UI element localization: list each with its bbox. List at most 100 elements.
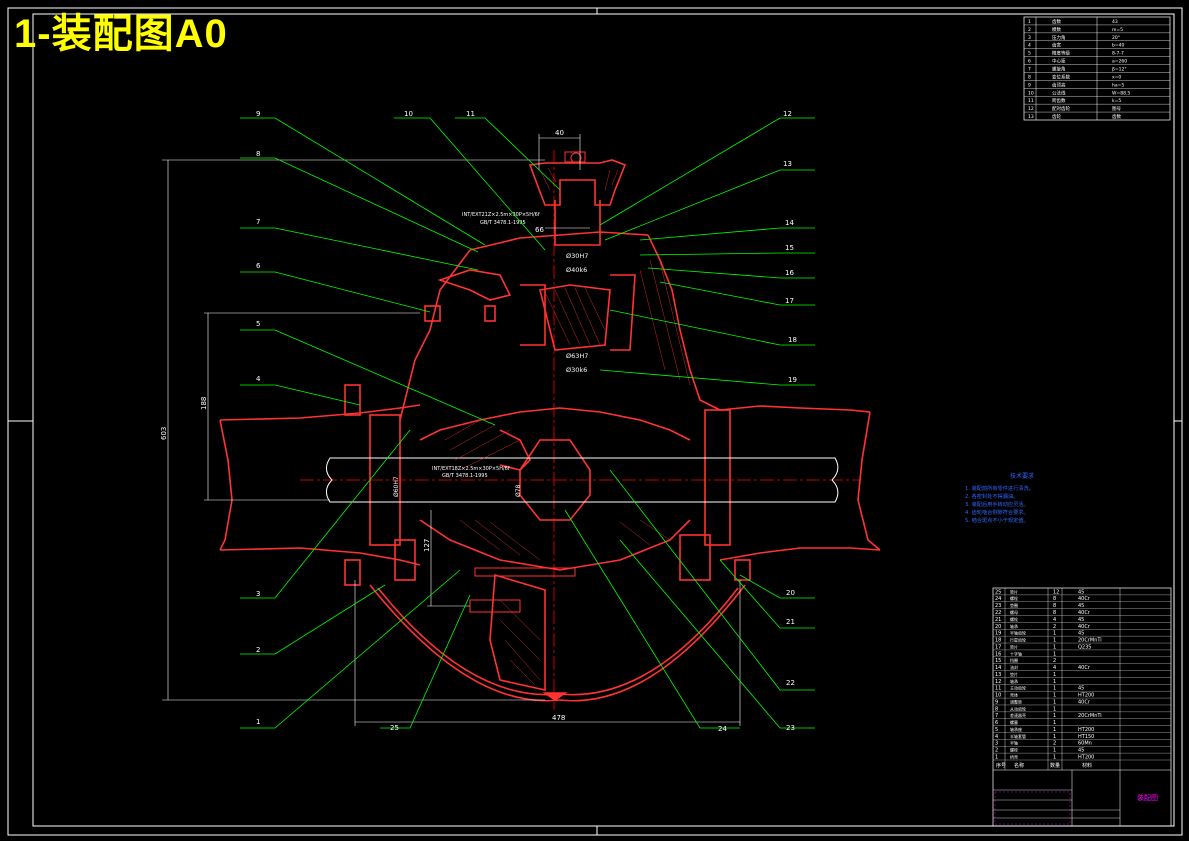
balloon-1: 1 (256, 718, 260, 726)
param-row-value: b=40 (1112, 43, 1124, 49)
bom-row-no: 11 (995, 686, 1001, 692)
bom-row-material: 20CrMnTi (1078, 713, 1102, 719)
balloon-15: 15 (785, 244, 794, 252)
balloon-5: 5 (256, 320, 260, 328)
dim-top-width: 40 (555, 129, 564, 137)
axle-shaft (326, 457, 839, 503)
bom-row-qty: 2 (1053, 624, 1056, 630)
bom-row-no: 16 (995, 651, 1001, 657)
notes-line-1: 1. 装配前所有零件进行清洗。 (965, 484, 1034, 492)
bom-row-name: 轴承 (1010, 678, 1018, 684)
param-row-name: 齿顶高 (1052, 81, 1066, 88)
bom-row-qty: 1 (1053, 679, 1056, 685)
balloon-16: 16 (785, 269, 794, 277)
bom-row-material: HT200 (1078, 727, 1094, 733)
bom-row-no: 23 (995, 603, 1001, 609)
bom-row-material: HT150 (1078, 734, 1094, 740)
housing-section (219, 159, 881, 691)
bom-row-material: 20CrMnTi (1078, 638, 1102, 644)
param-row-name: 配对齿轮 (1052, 105, 1070, 112)
bom-row-qty: 1 (1053, 631, 1056, 637)
bom-row-qty: 1 (1053, 686, 1056, 692)
bom-row-material: 45 (1078, 589, 1084, 595)
bom-row-no: 6 (995, 720, 998, 726)
param-row-no: 1 (1028, 19, 1031, 25)
param-row-no: 3 (1028, 35, 1031, 41)
dimension-texts: 40 603 188 478 127 66 (160, 129, 565, 722)
notes-line-3: 3. 装配后用手转动应灵活。 (965, 500, 1029, 508)
balloon-11: 11 (466, 110, 475, 118)
bom-row-name: 螺塞 (1010, 719, 1018, 725)
bom-row-qty: 1 (1053, 672, 1056, 678)
bom-row-material: Q235 (1078, 644, 1091, 650)
param-row-name: 模数 (1052, 26, 1061, 33)
fit-1: Ø30H7 (566, 252, 588, 260)
notes-heading: 技术要求 (1010, 472, 1034, 480)
fit-label-a: INT/EXT21Z×2.5m×30P×5H/6f (462, 212, 540, 218)
param-row-no: 10 (1028, 90, 1034, 96)
param-row-value: 齿数 (1112, 113, 1121, 120)
param-row-no: 2 (1028, 27, 1031, 33)
bom-row-qty: 1 (1053, 644, 1056, 650)
bom-row-qty: 1 (1053, 748, 1056, 754)
bom-row-material: HT200 (1078, 693, 1094, 699)
bom-row-no: 21 (995, 617, 1001, 623)
bom-row-qty: 1 (1053, 706, 1056, 712)
param-row-value: β=12° (1112, 66, 1127, 72)
bom-row-name: 轴承 (1010, 623, 1018, 629)
balloon-23: 23 (786, 724, 795, 732)
bom-row-qty: 1 (1053, 734, 1056, 740)
bom-row-no: 4 (995, 734, 998, 740)
param-row-name: 螺旋角 (1052, 65, 1066, 72)
param-row-name: 变位系数 (1052, 73, 1070, 80)
param-row-value: 20° (1112, 35, 1120, 41)
bom-row-no: 8 (995, 706, 998, 712)
bom-row-material: 45 (1078, 748, 1084, 754)
param-row-name: 中心距 (1052, 58, 1066, 65)
balloon-8: 8 (256, 150, 260, 158)
bom-row-name: 垫片 (1010, 588, 1018, 594)
bom-row-qty: 2 (1053, 741, 1056, 747)
param-row-no: 7 (1028, 66, 1031, 72)
param-row-value: ha=5 (1112, 82, 1124, 88)
bom-row-name: 垫圈 (1010, 602, 1018, 608)
balloon-3: 3 (256, 590, 260, 598)
bom-row-no: 13 (995, 672, 1001, 678)
bom-row-no: 5 (995, 727, 998, 733)
param-row-value: m=5 (1112, 27, 1123, 33)
fit-labels: Ø30H7 Ø40k6 Ø63H7 Ø30k6 INT/EXT21Z×2.5m×… (393, 212, 588, 497)
param-row-no: 8 (1028, 74, 1031, 80)
bom-row-name: 调整垫 (1010, 698, 1022, 704)
fit-4: Ø30k6 (566, 366, 587, 374)
bom-row-name: 油封 (1010, 664, 1018, 670)
param-row-name: 压力角 (1052, 34, 1066, 41)
title-block-name: 装配图 (1137, 793, 1158, 802)
balloon-21: 21 (786, 618, 795, 626)
bom-header-mat: 材料 (1082, 762, 1092, 769)
bom-row-material: 45 (1078, 603, 1084, 609)
bom-row-name: 螺栓 (1010, 747, 1018, 753)
fit-3: Ø63H7 (566, 352, 588, 360)
bom-row-material: 40Cr (1078, 624, 1091, 630)
balloon-24: 24 (718, 725, 727, 733)
bom-row-qty: 1 (1053, 754, 1056, 760)
bom-row-no: 10 (995, 693, 1001, 699)
param-row-value: a=260 (1112, 59, 1127, 65)
fit-2: Ø40k6 (566, 266, 587, 274)
balloon-7: 7 (256, 218, 260, 226)
bom-row-name: 垫片 (1010, 671, 1018, 677)
balloon-20: 20 (786, 589, 795, 597)
bom-row-no: 3 (995, 741, 998, 747)
bom-header-no: 序号 (996, 762, 1006, 769)
balloon-10: 10 (404, 110, 413, 118)
bom-row-qty: 1 (1053, 693, 1056, 699)
bom-row-qty: 8 (1053, 603, 1056, 609)
bom-row-name: 垫片 (1010, 643, 1018, 649)
bom-row-no: 12 (995, 679, 1001, 685)
bom-row-material: 40Cr (1078, 610, 1091, 616)
bom-row-qty: 1 (1053, 638, 1056, 644)
balloon-25: 25 (390, 724, 399, 732)
param-row-name: 齿轮 (1052, 113, 1061, 120)
bom-row-name: 桥壳 (1010, 753, 1018, 759)
